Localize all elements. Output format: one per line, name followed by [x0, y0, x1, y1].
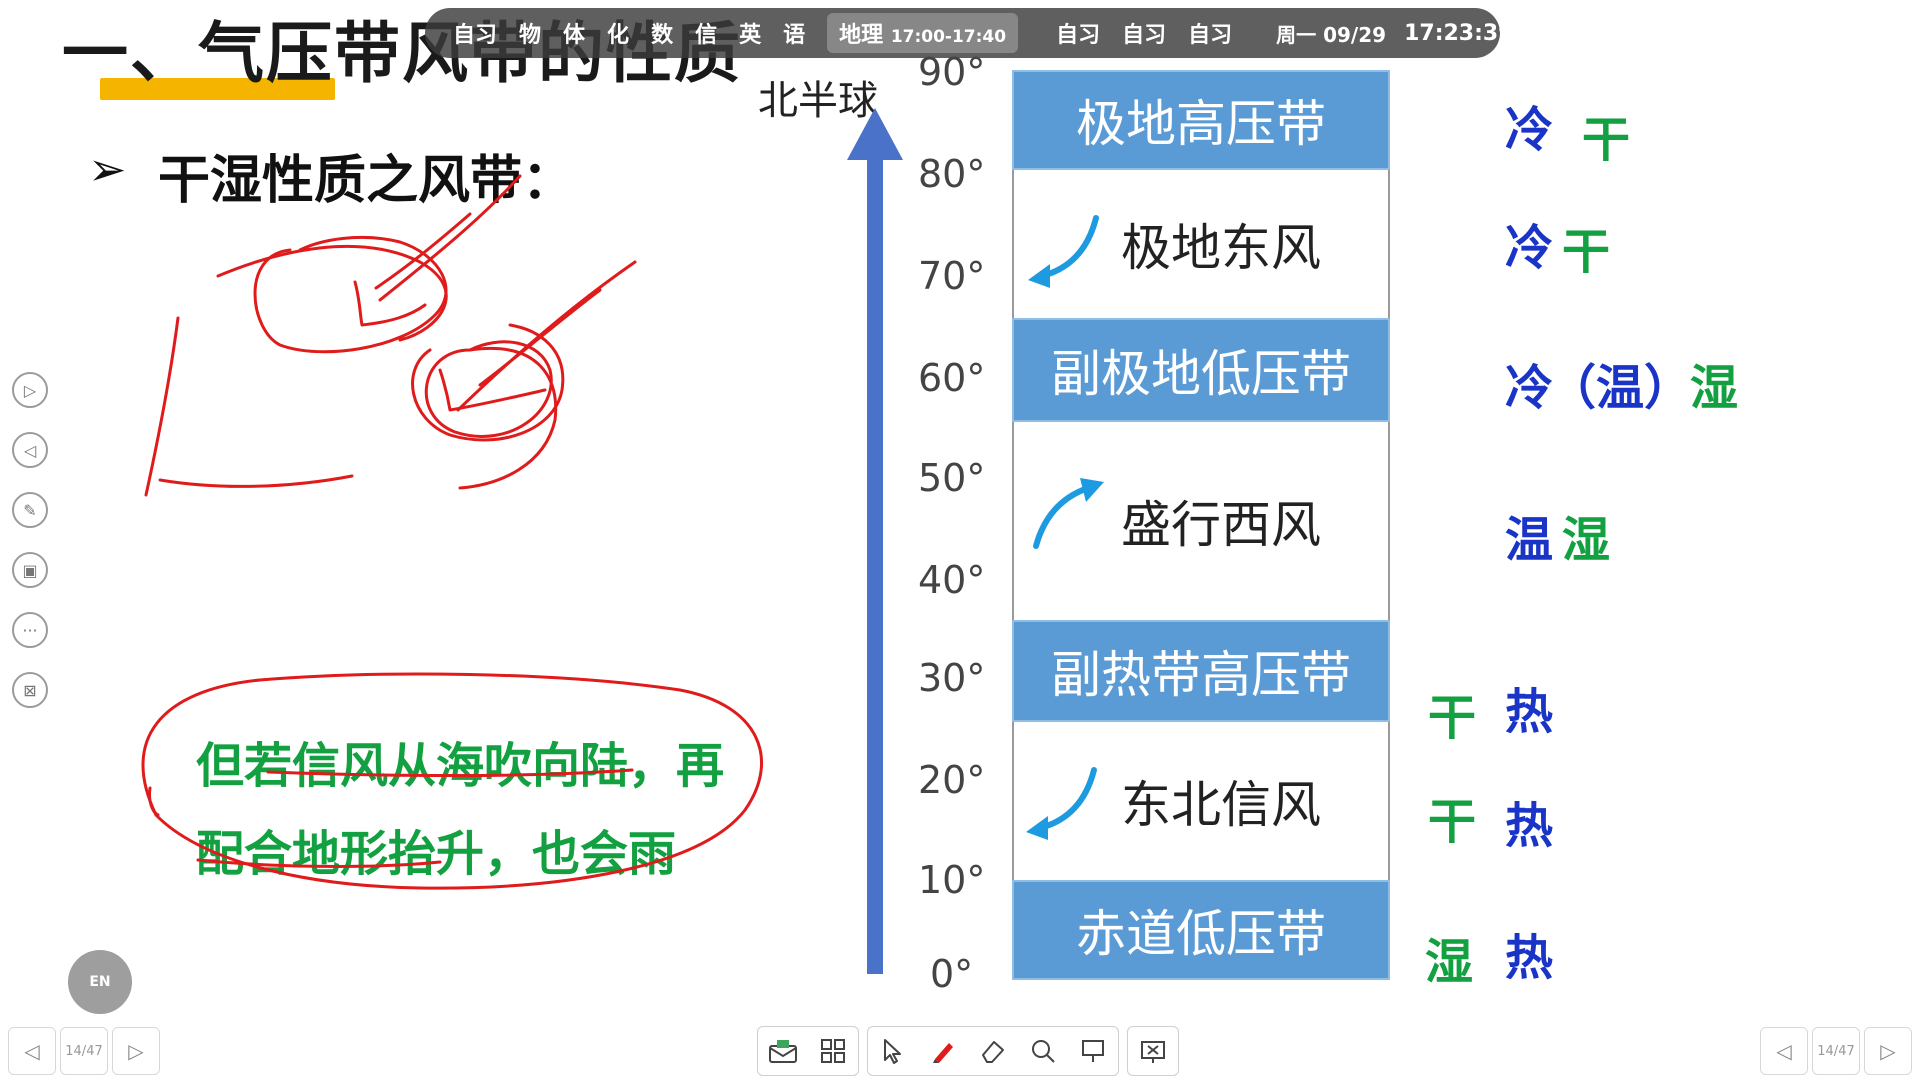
timetable-current-class: 地理 17:00-17:40 [827, 13, 1019, 53]
belt-label: 极地东风 [1121, 219, 1321, 277]
latitude-label: 50° [918, 456, 986, 500]
pen-tool-button[interactable]: ✎ [12, 492, 48, 528]
property-moisture: 湿 [1425, 934, 1474, 990]
belt-equatorial-low: 赤道低压带 [1012, 880, 1390, 980]
belt-polar-high: 极地高压带 [1012, 70, 1390, 170]
latitude-label: 0° [930, 952, 974, 996]
northeast-wind-arrow-icon [1033, 478, 1104, 549]
grid-icon [821, 1039, 845, 1063]
previous-slide-button[interactable]: ◁ [12, 432, 48, 468]
belt-label: 东北信风 [1121, 776, 1321, 834]
timetable-item: 英 [739, 23, 762, 48]
search-icon [1032, 1040, 1055, 1063]
page-counter[interactable]: 14/47 [60, 1027, 108, 1075]
belt-ne-trades: 东北信风 [1012, 722, 1390, 880]
property-moisture: 干 [1428, 690, 1477, 746]
select-tool-button[interactable] [868, 1027, 918, 1075]
timetable-item: 物 [519, 23, 542, 48]
slides-tool-button[interactable]: ▣ [12, 552, 48, 588]
belt-subpolar-low: 副极地低压带 [1012, 318, 1390, 422]
latitude-label: 70° [918, 254, 986, 298]
belt-westerlies: 盛行西风 [1012, 422, 1390, 620]
latitude-label: 10° [918, 858, 986, 902]
next-page-button[interactable]: ▷ [112, 1027, 160, 1075]
property-moisture: 湿 [1562, 512, 1611, 568]
pen-icon [933, 1043, 953, 1063]
property-moisture: 干 [1428, 794, 1477, 850]
property-temperature: 温 [1505, 512, 1554, 568]
latitude-axis-arrow-icon [847, 108, 903, 974]
prev-page-button[interactable]: ◁ [1760, 1027, 1808, 1075]
southwest-wind-arrow-icon [1026, 767, 1097, 840]
eraser-icon [982, 1041, 1004, 1063]
property-temperature: 热 [1505, 930, 1554, 986]
property-temperature: 冷 [1505, 360, 1554, 416]
apps-button[interactable] [808, 1027, 858, 1075]
current-subject: 地理 [839, 23, 884, 48]
bottom-toolbar [757, 1026, 1179, 1078]
toolbar-group [1127, 1026, 1179, 1076]
timetable-item: 体 [563, 23, 586, 48]
timetable-date: 周一 09/29 [1276, 22, 1387, 47]
next-page-button[interactable]: ▷ [1864, 1027, 1912, 1075]
property-moisture: 干 [1562, 224, 1611, 280]
timetable-item: 数 [651, 23, 674, 48]
current-time: 17:00-17:40 [890, 27, 1007, 47]
spotlight-button[interactable] [1068, 1027, 1118, 1075]
latitude-label: 90° [918, 50, 986, 94]
latitude-label: 30° [918, 656, 986, 700]
property-temperature: 冷 [1505, 220, 1554, 276]
next-slide-button[interactable]: ▷ [12, 372, 48, 408]
toolbar-group [757, 1026, 859, 1076]
axis-label-northern-hemisphere: 北半球 [758, 78, 878, 124]
prev-page-button[interactable]: ◁ [8, 1027, 56, 1075]
close-slideshow-button[interactable] [1128, 1027, 1178, 1075]
bullet-arrow-icon: ➢ [88, 142, 127, 196]
end-show-button[interactable]: ⊠ [12, 672, 48, 708]
toolbar-group [867, 1026, 1119, 1076]
cursor-icon [884, 1039, 901, 1064]
screen-icon [1082, 1040, 1104, 1062]
annotation-note: 但若信风从海吹向陆，再 配合地形抬升，也会雨 [196, 722, 724, 898]
page-counter[interactable]: 14/47 [1812, 1027, 1860, 1075]
search-button[interactable] [1018, 1027, 1068, 1075]
property-temperature: 热 [1505, 798, 1554, 854]
southwest-wind-arrow-icon [1028, 215, 1099, 288]
envelope-icon [769, 1040, 797, 1063]
presentation-close-icon [1141, 1041, 1165, 1063]
latitude-label: 60° [918, 356, 986, 400]
timetable-item: 自习 [1122, 23, 1167, 48]
eraser-button[interactable] [968, 1027, 1018, 1075]
title-underline [100, 78, 335, 100]
timetable-clock: 17:23:39 [1404, 20, 1514, 46]
property-temperature: 热 [1505, 684, 1554, 740]
pen-button[interactable] [918, 1027, 968, 1075]
timetable-item: 自习 [1188, 23, 1233, 48]
timetable-item: 信 [695, 23, 718, 48]
latitude-label: 80° [918, 152, 986, 196]
property-moisture: 湿 [1690, 360, 1739, 416]
note-line: 但若信风从海吹向陆，再 [196, 738, 725, 794]
timetable-item: 语 [783, 23, 806, 48]
language-badge[interactable]: EN [68, 950, 132, 1014]
latitude-label: 20° [918, 758, 986, 802]
latitude-label: 40° [918, 558, 986, 602]
belt-label: 盛行西风 [1121, 496, 1321, 554]
belt-subtropical-high: 副热带高压带 [1012, 620, 1390, 722]
whiteboard-button[interactable] [758, 1027, 808, 1075]
class-timetable-bar[interactable]: 自习 物 体 化 数 信 英 语 地理 17:00-17:40 自习 自习 自习… [425, 8, 1514, 58]
timetable-item: 自习 [453, 23, 498, 48]
property-temperature: 冷 [1505, 102, 1554, 158]
property-moisture: 干 [1582, 112, 1631, 168]
timetable-item: 自习 [1056, 23, 1101, 48]
belt-polar-easterlies: 极地东风 [1012, 170, 1390, 318]
timetable-item: 化 [607, 23, 630, 48]
property-temperature-alt: （温） [1548, 360, 1693, 416]
more-options-button[interactable]: ··· [12, 612, 48, 648]
section-subtitle: 干湿性质之风带： [158, 151, 575, 211]
